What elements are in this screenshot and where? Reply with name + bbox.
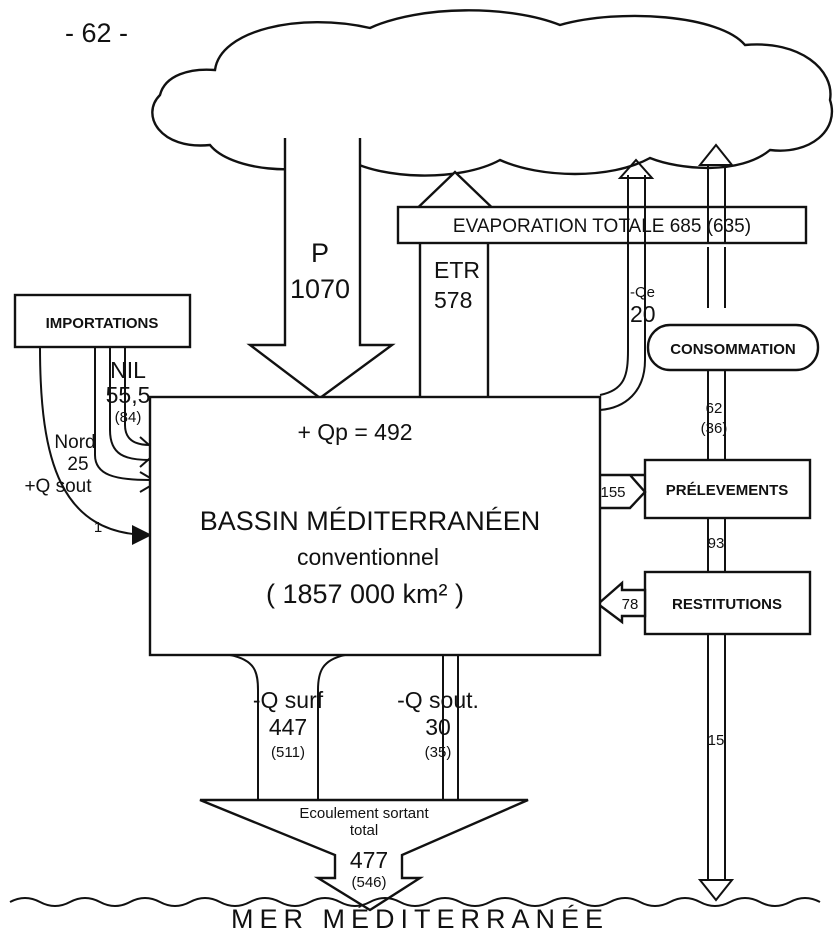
q-sout-out-label: -Q sout. <box>397 687 479 713</box>
restitutions-arrow <box>596 580 647 625</box>
precipitation-label: P <box>311 238 329 268</box>
nord-flow <box>94 347 151 481</box>
q-sout-out-alt: (35) <box>425 744 452 761</box>
qe-arrowhead <box>617 158 655 179</box>
prelevements-value: 155 <box>600 484 625 501</box>
ecoulement-funnel <box>199 798 529 912</box>
evaporation-total-label: EVAPORATION TOTALE 685 (635) <box>453 216 751 237</box>
precipitation-value: 1070 <box>290 274 350 304</box>
sea-surface-line <box>9 897 821 907</box>
q-sout-out-value: 30 <box>425 714 451 740</box>
ecoulement-value: 477 <box>350 847 388 873</box>
prelevements-label: PRÉLEVEMENTS <box>666 482 789 499</box>
qe-arrow <box>599 175 646 411</box>
restitutions-label: RESTITUTIONS <box>672 596 782 613</box>
basin-subtitle: conventionnel <box>297 544 439 570</box>
nord-label: Nord <box>54 432 95 453</box>
consumption-up-arrowhead <box>697 143 735 166</box>
flow-15-value: 15 <box>708 732 725 749</box>
q-surf-value: 447 <box>269 714 307 740</box>
prelevements-box <box>643 458 812 520</box>
consumption-channel <box>707 165 726 308</box>
flow-15-arrowhead <box>697 879 735 902</box>
flow-93-value: 93 <box>708 535 725 552</box>
etr-label: ETR <box>434 257 480 283</box>
flow-93-lines <box>707 518 726 572</box>
importations-box <box>13 293 192 349</box>
basin-box <box>148 395 602 657</box>
importations-label: IMPORTATIONS <box>46 315 159 332</box>
basin-title: BASSIN MÉDITERRANÉEN <box>200 506 541 536</box>
evaporation-total-box <box>396 205 808 245</box>
consumption-flow-lines <box>707 370 726 460</box>
consommation-label: CONSOMMATION <box>670 341 796 358</box>
qe-value: 20 <box>630 301 656 327</box>
q-sout-in-flow <box>39 346 152 545</box>
nil-label: NIL <box>110 357 146 383</box>
consommation-box <box>646 323 820 372</box>
basin-area: ( 1857 000 km² ) <box>266 579 464 609</box>
qp-label: + Qp = 492 <box>297 419 412 445</box>
sea-label: MER MÉDITERRANÉE <box>231 904 609 931</box>
q-surf-alt: (511) <box>271 744 305 761</box>
ecoulement-line2: total <box>350 822 378 839</box>
etr-arrow <box>402 170 508 397</box>
precipitation-arrow <box>246 138 396 400</box>
consumption-flow-value: 62 <box>706 400 723 417</box>
q-surf-label: -Q surf <box>253 687 324 713</box>
etr-value: 578 <box>434 287 472 313</box>
flow-15-lines <box>707 634 726 880</box>
restitutions-box <box>643 570 812 636</box>
ecoulement-line1: Ecoulement sortant <box>299 805 429 822</box>
ecoulement-alt: (546) <box>351 874 386 891</box>
qe-label: -Qe <box>630 284 655 301</box>
q-sout-out-outflow <box>442 655 459 800</box>
restitutions-value: 78 <box>622 596 639 613</box>
nil-alt: (84) <box>115 409 142 426</box>
nil-value: 55,5 <box>106 382 151 408</box>
nil-flow <box>109 347 151 461</box>
page-number: - 62 - <box>65 18 128 48</box>
nord-value: 25 <box>67 454 88 475</box>
q-surf-outflow <box>229 654 346 800</box>
q-sout-in-label: +Q sout <box>24 476 92 497</box>
q-sout-in-value: 1 <box>94 519 102 536</box>
consumption-flow-alt: (36) <box>701 420 728 437</box>
cloud-shape <box>151 9 833 177</box>
